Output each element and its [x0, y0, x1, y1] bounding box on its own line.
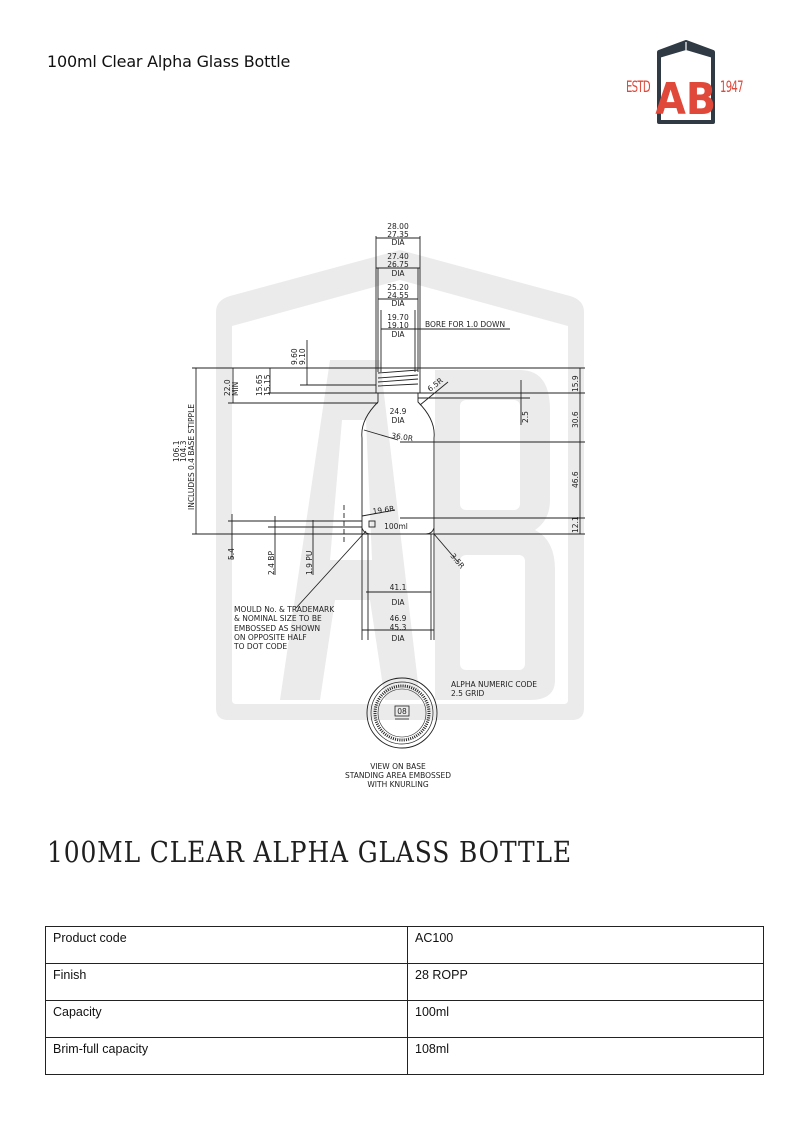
table-row: Finish 28 ROPP: [45, 963, 764, 1001]
spec-label: Brim-full capacity: [45, 1037, 408, 1075]
dim-neck-2-lower: 26.75: [387, 260, 409, 269]
product-heading: 100ML CLEAR ALPHA GLASS BOTTLE: [47, 835, 572, 869]
mould-note-line-5: TO DOT CODE: [233, 642, 287, 651]
dim-thread-upper: 9.60: [290, 348, 299, 365]
base-view-note-line-2: STANDING AREA EMBOSSED: [345, 771, 451, 780]
base-view-note-line-3: WITH KNURLING: [367, 780, 428, 789]
table-row: Product code AC100: [45, 926, 764, 964]
watermark-logo: [216, 250, 584, 720]
dim-body-dia-lower: 45.3: [390, 623, 407, 632]
mould-note-line-2: & NOMINAL SIZE TO BE: [234, 614, 322, 623]
logo-monogram: AB: [655, 73, 716, 125]
dim-right-2: 30.6: [571, 411, 580, 428]
dim-neck-4-unit: DIA: [391, 330, 405, 339]
base-view-note-line-1: VIEW ON BASE: [370, 762, 426, 771]
dim-thread-lower: 9.10: [298, 348, 307, 365]
dim-neck-2-upper: 27.40: [387, 252, 409, 261]
dim-shoulder-lower: 15.15: [263, 374, 272, 396]
logo-year-text: 1947: [720, 77, 744, 96]
dim-neck-3-lower: 24.55: [387, 291, 409, 300]
spec-label: Finish: [45, 963, 408, 1001]
dim-small: 2.5: [521, 411, 530, 423]
table-row: Capacity 100ml: [45, 1000, 764, 1038]
dim-right-4: 12.1: [571, 516, 580, 533]
dim-base-dia: 41.1: [390, 583, 407, 592]
dim-neck-1-unit: DIA: [391, 238, 405, 247]
spec-value: 100ml: [407, 1000, 764, 1038]
brand-logo: ESTD AB 1947: [620, 40, 760, 130]
dim-min-unit: MIN: [231, 382, 240, 396]
dim-neck-4-upper: 19.70: [387, 313, 409, 322]
dim-shoulder-upper: 15.65: [255, 374, 264, 396]
alpha-note-line-2: 2.5 GRID: [451, 689, 485, 698]
logo-book-icon: AB: [655, 40, 716, 125]
dim-body-dia-upper: 46.9: [390, 614, 407, 623]
dim-height-lower: 104.3: [179, 440, 188, 462]
dim-neck-3-upper: 25.20: [387, 283, 409, 292]
radius-shoulder: 36.0R: [391, 431, 414, 443]
dim-neck-2-unit: DIA: [391, 269, 405, 278]
mould-note-line-3: EMBOSSED AS SHOWN: [234, 624, 320, 633]
dim-height-upper: 106.1: [172, 440, 181, 462]
dim-base-dia-unit: DIA: [391, 598, 405, 607]
dim-bottom-2: 2.4 BP: [267, 551, 276, 575]
bore-note: BORE FOR 1.0 DOWN: [425, 320, 505, 329]
base-code: 08: [397, 707, 407, 716]
logo-estd-text: ESTD: [626, 77, 651, 96]
alpha-note-line-1: ALPHA NUMERIC CODE: [451, 680, 537, 689]
dim-height-note: INCLUDES 0.4 BASE STIPPLE: [187, 404, 196, 510]
dim-neck-1-upper: 28.00: [387, 222, 409, 231]
document-title: 100ml Clear Alpha Glass Bottle: [47, 52, 291, 71]
dim-neck-3-unit: DIA: [391, 299, 405, 308]
dim-neck-4-lower: 19.10: [387, 321, 409, 330]
dim-body-dia-unit: DIA: [391, 634, 405, 643]
table-row: Brim-full capacity 108ml: [45, 1037, 764, 1075]
spec-value: 28 ROPP: [407, 963, 764, 1001]
dim-inner-neck: 24.9: [390, 407, 407, 416]
radius-heel: 19.6R: [372, 504, 395, 516]
technical-drawing: 28.00 27.35 DIA 27.40 26.75 DIA 25.20 24…: [172, 222, 585, 789]
dim-neck-1-lower: 27.35: [387, 230, 409, 239]
mould-note-line-4: ON OPPOSITE HALF: [234, 633, 307, 642]
spec-value: 108ml: [407, 1037, 764, 1075]
dim-inner-neck-unit: DIA: [391, 416, 405, 425]
dim-min-value: 22.0: [223, 379, 232, 396]
dim-bottom-1: 5.4: [227, 548, 236, 560]
dim-right-3: 46.6: [571, 471, 580, 488]
mould-note-line-1: MOULD No. & TRADEMARK: [234, 605, 335, 614]
spec-label: Capacity: [45, 1000, 408, 1038]
base-view-diagram: [366, 677, 438, 749]
dim-right-1: 15.9: [571, 375, 580, 392]
spec-value: AC100: [407, 926, 764, 964]
dim-bottom-3: 1.9 PU: [305, 551, 314, 575]
spec-label: Product code: [45, 926, 408, 964]
spec-table: Product code AC100 Finish 28 ROPP Capaci…: [45, 926, 764, 1075]
base-capacity-label: 100ml: [384, 522, 408, 531]
